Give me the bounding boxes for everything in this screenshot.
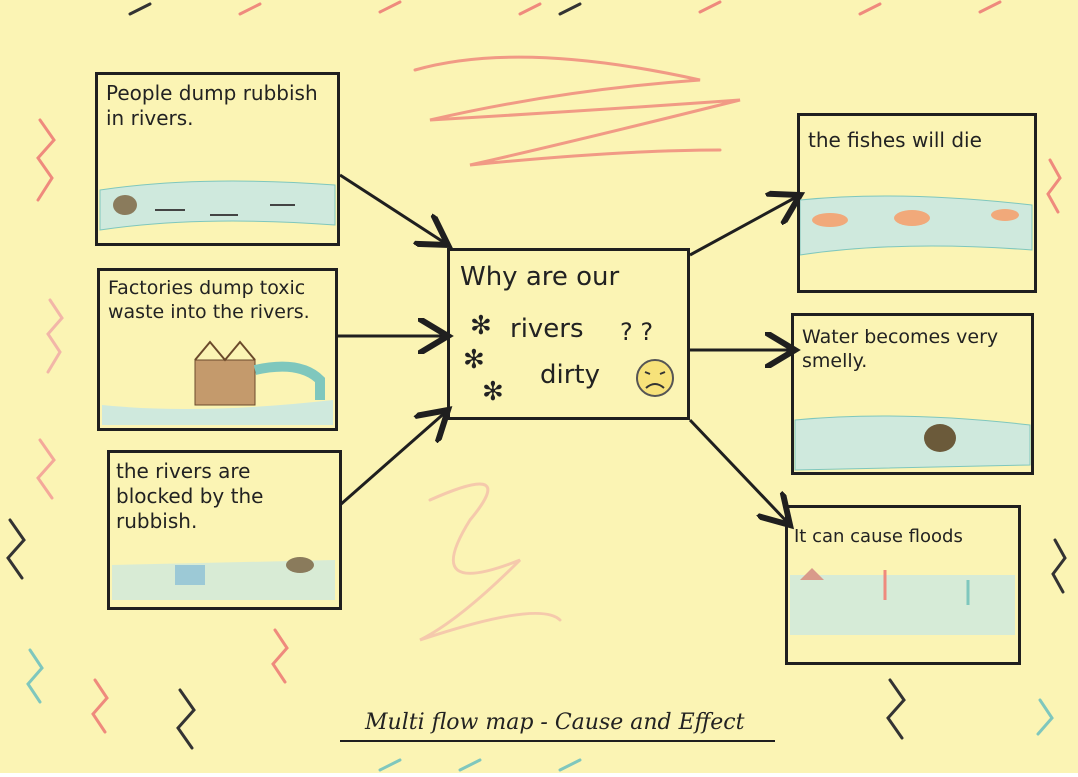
arrow-cause-1 xyxy=(339,173,448,245)
scribble-right-3 xyxy=(1036,698,1054,736)
scribble-bottom-2 xyxy=(176,688,196,750)
rubbish-bag-icon-2 xyxy=(924,424,956,452)
asterisk-icon-2: ✻ xyxy=(463,345,485,375)
effect-illustrations xyxy=(790,195,1033,635)
river-cause-2 xyxy=(102,400,333,425)
scribble-left-5 xyxy=(26,648,44,704)
arrow-cause-3 xyxy=(339,410,448,507)
cause-text-3: the rivers are blocked by the rubbish. xyxy=(116,459,264,533)
blocked-pipe xyxy=(175,565,205,585)
center-decorations: ✻ ✻ ✻ xyxy=(463,311,674,407)
scribble-left-1 xyxy=(36,118,56,202)
effect-box-1: the fishes will die xyxy=(797,113,1037,293)
river-cause-3 xyxy=(112,560,335,600)
effect-text-1: the fishes will die xyxy=(808,128,982,152)
center-box: Why are our rivers dirty ? ? xyxy=(447,248,690,420)
scribble-right-2 xyxy=(1051,538,1067,594)
rubbish-pile-icon xyxy=(286,557,314,573)
scribble-bottom-3 xyxy=(271,628,289,684)
scribble-top-red xyxy=(413,55,741,167)
flood-water xyxy=(790,575,1015,635)
effect-text-2: Water becomes very smelly. xyxy=(802,326,999,372)
center-line-3: dirty xyxy=(540,360,600,390)
cause-box-2: Factories dump toxic waste into the rive… xyxy=(97,268,338,431)
house-icon xyxy=(800,568,824,580)
cause-box-3: the rivers are blocked by the rubbish. xyxy=(107,450,342,610)
diagram-caption: Multi flow map - Cause and Effect xyxy=(365,710,745,735)
asterisk-icon-3: ✻ xyxy=(482,377,504,407)
rubbish-bag-icon xyxy=(113,195,137,215)
rubbish-lines xyxy=(155,204,295,216)
factory-icon xyxy=(194,359,256,406)
scribble-bottom-row xyxy=(378,758,582,772)
fish-icon xyxy=(812,213,848,227)
arrow-effect-3 xyxy=(688,418,790,525)
center-question-marks: ? ? xyxy=(620,318,654,346)
scribble-top-row xyxy=(238,0,1002,16)
cause-text-2: Factories dump toxic waste into the rive… xyxy=(108,277,310,323)
scribble-right-1 xyxy=(1046,158,1062,214)
effect-box-2: Water becomes very smelly. xyxy=(791,313,1034,475)
center-line-2: rivers xyxy=(510,314,584,344)
scribble-left-3 xyxy=(36,438,56,500)
fish-icon-2 xyxy=(894,210,930,226)
scribble-bottom-1 xyxy=(91,678,109,734)
waste-pipe xyxy=(253,361,325,400)
river-cause-1 xyxy=(99,180,336,231)
center-line-1: Why are our xyxy=(460,262,620,292)
scribble-bottom-4 xyxy=(886,678,906,740)
scribble-bottom-red xyxy=(419,482,562,642)
decorative-scribbles xyxy=(6,0,1067,772)
arrows xyxy=(335,173,800,525)
effect-box-3: It can cause floods xyxy=(785,505,1021,665)
scribble-top-row-dark xyxy=(128,2,582,16)
cause-box-1: People dump rubbish in rivers. xyxy=(95,72,340,246)
arrow-effect-1 xyxy=(689,195,800,257)
river-effect-2 xyxy=(794,415,1031,471)
asterisk-icon: ✻ xyxy=(470,311,492,341)
scribble-left-4 xyxy=(6,518,26,580)
effect-text-3: It can cause floods xyxy=(794,526,963,547)
scribble-left-2 xyxy=(46,298,64,374)
fish-icon-3 xyxy=(991,209,1019,221)
cause-text-1: People dump rubbish in rivers. xyxy=(106,81,318,130)
cause-illustrations xyxy=(99,180,336,600)
